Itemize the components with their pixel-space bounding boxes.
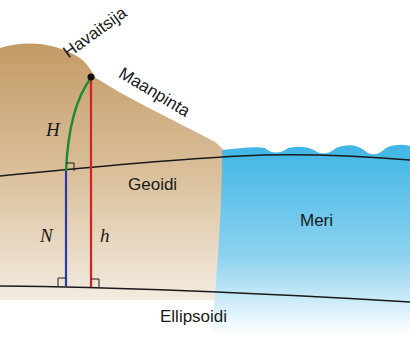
orthometric-height-line: [66, 78, 91, 171]
sea: [212, 145, 410, 335]
right-angle-mark: [66, 163, 74, 171]
ellipsoid-line: [0, 286, 410, 302]
geoid-label: Geoidi: [128, 176, 177, 193]
sea-label: Meri: [300, 212, 333, 229]
geoid-line: [0, 155, 410, 176]
height-symbol: N: [40, 226, 53, 245]
observer-dot: [88, 74, 95, 81]
geoid-height-line: [65, 171, 67, 286]
right-angle-mark: [91, 279, 99, 287]
observer-label: Havaitsija: [60, 4, 130, 61]
height-symbol: h: [100, 226, 110, 245]
height-symbol: H: [46, 120, 60, 139]
ellipsoid-label: Ellipsoidi: [160, 308, 227, 325]
ellipsoid-height-line: [90, 78, 92, 287]
right-angle-mark: [58, 278, 66, 286]
